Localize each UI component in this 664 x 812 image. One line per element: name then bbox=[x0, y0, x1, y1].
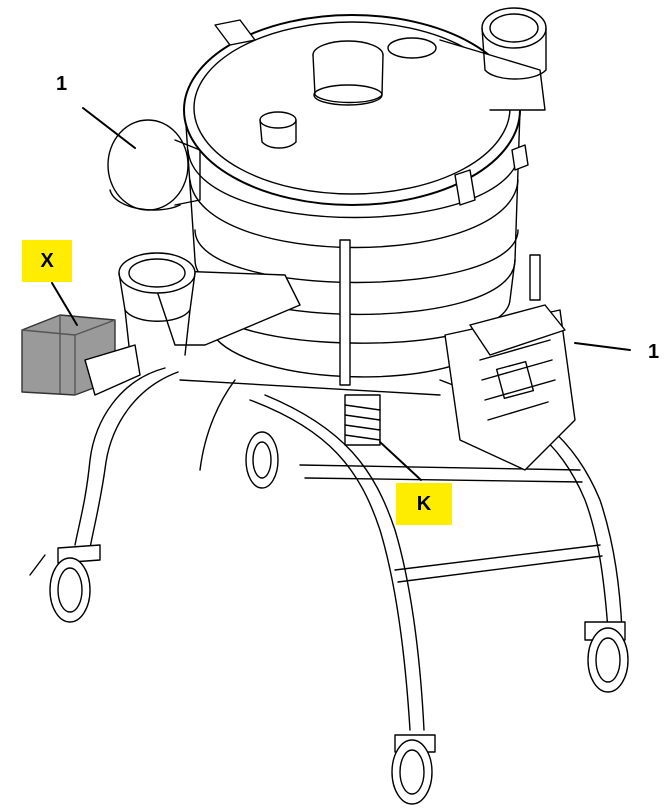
motor-right bbox=[444, 304, 576, 471]
sieve-body bbox=[183, 14, 521, 378]
callout-k-box: K bbox=[396, 483, 452, 525]
caster-right bbox=[584, 621, 629, 693]
leader-k bbox=[379, 441, 422, 481]
leader-motor-left bbox=[82, 107, 136, 149]
caster-back-left bbox=[245, 431, 279, 489]
junction-box-x bbox=[21, 314, 141, 396]
callout-motor-left: 1 bbox=[56, 73, 68, 95]
callout-x-box: X bbox=[22, 240, 72, 282]
caster-bottom bbox=[391, 734, 436, 805]
leader-motor-right bbox=[574, 342, 631, 351]
top-right-spout bbox=[439, 7, 547, 111]
leader-lines bbox=[51, 107, 631, 481]
clamps bbox=[214, 19, 541, 386]
leader-x bbox=[51, 282, 78, 326]
caster-front-left bbox=[29, 544, 101, 623]
spring bbox=[344, 394, 381, 446]
left-outlet-spout bbox=[118, 252, 301, 356]
callout-motor-right: 1 bbox=[648, 341, 660, 363]
